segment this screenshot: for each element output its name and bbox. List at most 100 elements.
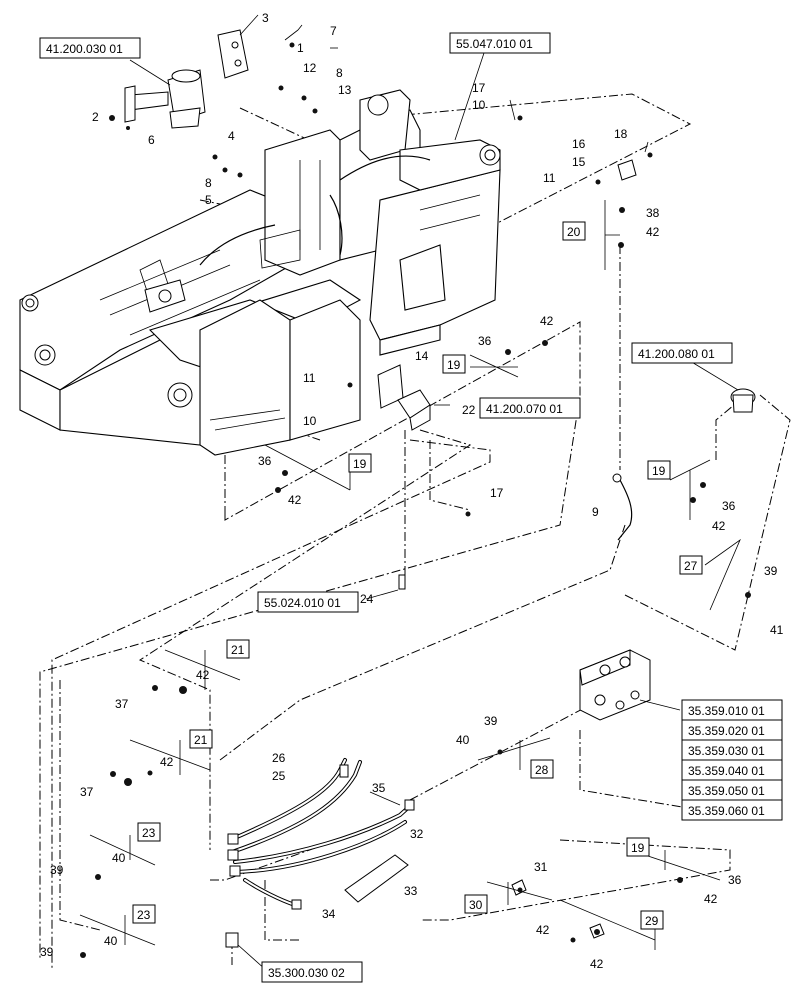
- callout-8: 8: [336, 66, 343, 80]
- group-box-28: 28: [530, 759, 554, 779]
- callout-37: 37: [115, 697, 129, 711]
- callout-22: 22: [462, 403, 476, 417]
- callout-36d: 36: [728, 873, 742, 887]
- callout-40: 40: [456, 733, 470, 747]
- hose-bundle: [227, 758, 415, 910]
- callout-labels: 3 7 1 12 8 13 2 6 4 8 5 17 10 18 16 15 1…: [40, 11, 784, 971]
- svg-text:21: 21: [194, 733, 208, 747]
- callout-36: 36: [478, 334, 492, 348]
- group-box-21: 21: [226, 639, 250, 659]
- svg-text:35.359.030 01: 35.359.030 01: [688, 744, 765, 758]
- callout-3: 3: [262, 11, 269, 25]
- reference-55-047-010-01[interactable]: 55.047.010 01: [449, 32, 551, 54]
- callout-12: 12: [303, 61, 317, 75]
- svg-text:29: 29: [645, 914, 659, 928]
- svg-text:20: 20: [567, 225, 581, 239]
- reference-41-200-030-01[interactable]: 41.200.030 01: [39, 37, 141, 59]
- svg-text:35.359.040 01: 35.359.040 01: [688, 764, 765, 778]
- callout-18: 18: [614, 127, 628, 141]
- callout-5: 5: [205, 193, 212, 207]
- svg-text:55.047.010 01: 55.047.010 01: [456, 37, 533, 51]
- svg-text:41.200.070 01: 41.200.070 01: [486, 402, 563, 416]
- svg-text:23: 23: [142, 826, 156, 840]
- callout-24: 24: [360, 592, 374, 606]
- sleeve-33: [344, 854, 409, 903]
- svg-text:23: 23: [137, 908, 151, 922]
- svg-text:35.359.060 01: 35.359.060 01: [688, 804, 765, 818]
- svg-text:35.359.010 01: 35.359.010 01: [688, 704, 765, 718]
- callout-39c: 39: [50, 863, 64, 877]
- group-box-27: 27: [679, 555, 703, 575]
- callout-15: 15: [572, 155, 586, 169]
- group-box-21b: 21: [189, 729, 213, 749]
- callout-11: 11: [543, 171, 556, 185]
- control-valve: [579, 649, 651, 721]
- callout-42b: 42: [540, 314, 554, 328]
- callout-8b: 8: [205, 176, 212, 190]
- callout-35: 35: [372, 781, 386, 795]
- svg-text:19: 19: [631, 841, 645, 855]
- callout-36b: 36: [258, 454, 272, 468]
- callout-42: 42: [646, 225, 660, 239]
- callout-25: 25: [272, 769, 286, 783]
- callout-42e: 42: [196, 668, 210, 682]
- svg-text:41.200.080 01: 41.200.080 01: [638, 347, 715, 361]
- group-box-20: 20: [562, 221, 586, 241]
- group-box-30: 30: [464, 894, 488, 914]
- callout-42c: 42: [288, 493, 302, 507]
- callout-33: 33: [404, 884, 418, 898]
- svg-text:19: 19: [353, 457, 367, 471]
- reference-41-200-070-01[interactable]: 41.200.070 01: [479, 397, 581, 419]
- callout-40b: 40: [112, 851, 126, 865]
- components: [124, 29, 756, 948]
- svg-text:41.200.030 01: 41.200.030 01: [46, 42, 123, 56]
- callout-42h: 42: [536, 923, 550, 937]
- reference-55-024-010-01[interactable]: 55.024.010 01: [257, 591, 359, 613]
- group-box-29: 29: [640, 910, 664, 930]
- callout-38: 38: [646, 206, 660, 220]
- routing-lines: [39, 93, 791, 970]
- callout-11b: 11: [303, 371, 316, 385]
- reference-35-300-030-02[interactable]: 35.300.030 02: [261, 961, 363, 983]
- machine-frame: [19, 89, 501, 456]
- reference-35-359-050-01[interactable]: 35.359.050 01: [681, 779, 783, 801]
- svg-text:19: 19: [447, 358, 461, 372]
- callout-42g: 42: [704, 892, 718, 906]
- callout-32: 32: [410, 827, 424, 841]
- group-box-23: 23: [137, 822, 161, 842]
- svg-text:27: 27: [684, 559, 698, 573]
- group-box-19b: 19: [348, 453, 372, 473]
- callout-31: 31: [534, 860, 548, 874]
- callout-40c: 40: [104, 934, 118, 948]
- callout-2: 2: [92, 110, 99, 124]
- svg-text:35.300.030 02: 35.300.030 02: [268, 966, 345, 980]
- svg-text:35.359.020 01: 35.359.020 01: [688, 724, 765, 738]
- svg-text:30: 30: [469, 898, 483, 912]
- reference-35-359-030-01[interactable]: 35.359.030 01: [681, 739, 783, 761]
- reference-35-359-020-01[interactable]: 35.359.020 01: [681, 719, 783, 741]
- callout-17: 17: [472, 81, 486, 95]
- group-number-boxes: 20 19 19 19 27 21 21 28 23 23 19 30 29: [132, 221, 703, 930]
- callout-39: 39: [764, 564, 778, 578]
- reference-35-359-060-01[interactable]: 35.359.060 01: [681, 799, 783, 821]
- callout-1: 1: [297, 41, 304, 55]
- callout-7: 7: [330, 24, 337, 38]
- svg-text:35.359.050 01: 35.359.050 01: [688, 784, 765, 798]
- svg-text:28: 28: [535, 763, 549, 777]
- valve-unit: [124, 69, 206, 129]
- callout-34: 34: [322, 907, 336, 921]
- callout-26: 26: [272, 751, 286, 765]
- callout-17b: 17: [490, 486, 504, 500]
- callout-13: 13: [338, 83, 352, 97]
- leader-lines: [129, 14, 739, 971]
- reference-35-359-040-01[interactable]: 35.359.040 01: [681, 759, 783, 781]
- reference-boxes: 41.200.030 01 55.047.010 01 41.200.080 0…: [39, 32, 783, 983]
- callout-6: 6: [148, 133, 155, 147]
- callout-42i: 42: [590, 957, 604, 971]
- reference-35-359-010-01[interactable]: 35.359.010 01: [681, 699, 783, 721]
- reference-41-200-080-01[interactable]: 41.200.080 01: [631, 342, 733, 364]
- callout-37b: 37: [80, 785, 94, 799]
- group-box-19: 19: [442, 354, 466, 374]
- svg-text:21: 21: [231, 643, 245, 657]
- callout-4: 4: [228, 129, 235, 143]
